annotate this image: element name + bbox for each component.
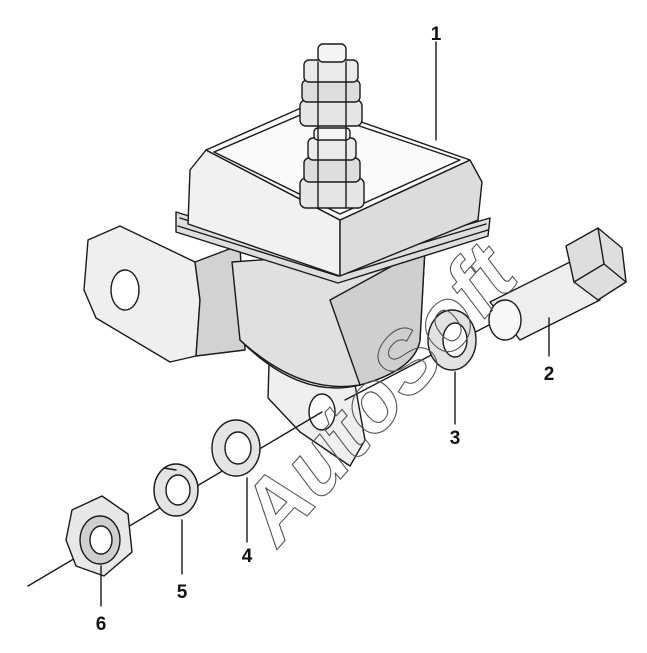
leader-lines (100, 41, 550, 607)
callout-4: 4 (242, 546, 253, 567)
bolt (488, 227, 627, 341)
washer-3 (427, 309, 477, 371)
hex-nut-6 (65, 495, 133, 577)
mount-body (231, 247, 426, 389)
bracket-hole-rear (110, 269, 140, 311)
stud-assembly (299, 43, 365, 209)
spring-washer-5 (153, 463, 199, 517)
callout-1: 1 (431, 24, 442, 45)
callout-6: 6 (96, 614, 107, 635)
callout-5: 5 (177, 582, 188, 603)
callout-2: 2 (544, 364, 555, 385)
washer-4 (211, 419, 261, 477)
callout-3: 3 (450, 428, 461, 449)
